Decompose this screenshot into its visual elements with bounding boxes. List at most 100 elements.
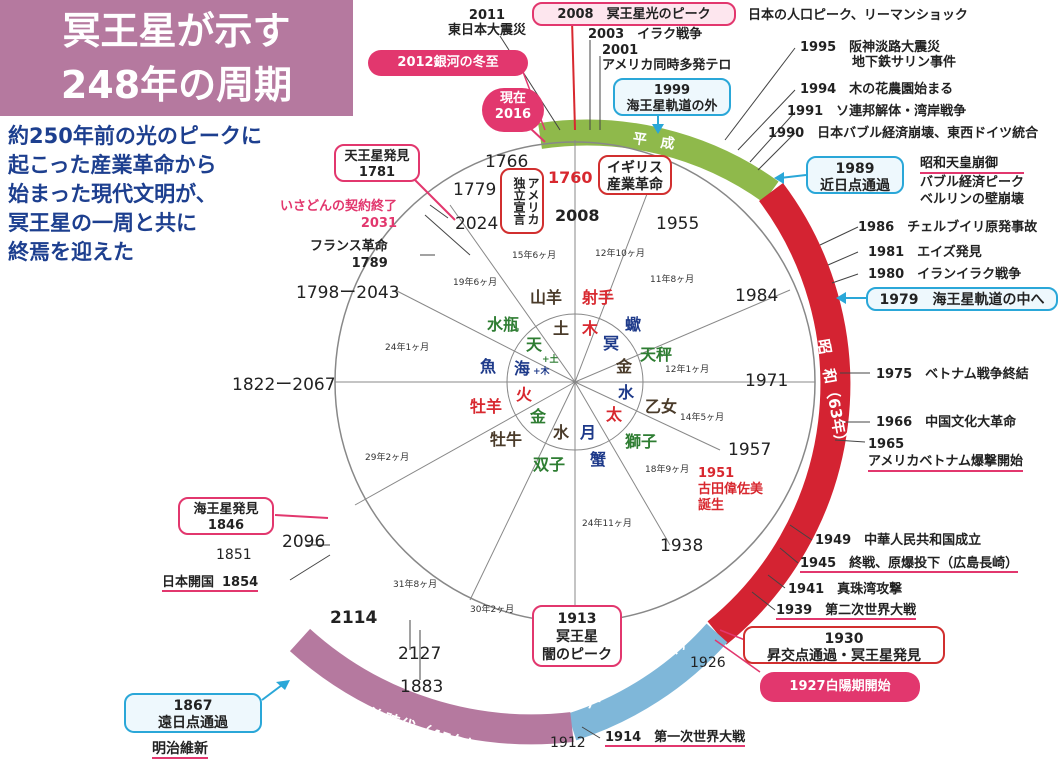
ptr-1914 (581, 726, 601, 739)
planet-moon: 月 (579, 423, 596, 442)
ptr-1949 (789, 524, 813, 541)
ann-1951-l1: 古田偉佐美 (698, 482, 764, 497)
duration-8: 31年8ヶ月 (393, 578, 437, 590)
ann-1989-l2: バブル経済ピーク (920, 175, 1025, 190)
planet-jupiter: 木 (581, 319, 599, 338)
intro-line4: 冥王星の一周と共に (8, 211, 197, 235)
ann-1914: 1914 第一次世界大戦 (605, 730, 746, 747)
ann-1951-year: 1951 (698, 466, 735, 481)
ann-2024: 2024 (455, 214, 499, 234)
planet-uranus: 天 (526, 335, 543, 354)
ptr-1995 (724, 47, 796, 141)
america-l1: アメリカ (526, 177, 540, 225)
sign-aquarius: 水瓶 (487, 315, 519, 334)
box-1781: 天王星発見 1781 (334, 144, 420, 182)
divider-11 (449, 204, 576, 383)
ann-1991: 1991 ソ連邦解体・湾岸戦争 (787, 104, 967, 119)
ann-france-text: フランス革命 (310, 239, 388, 254)
ptr-1941 (767, 574, 786, 589)
box-1930: 1930 昇交点通過・冥王星発見 (743, 626, 945, 664)
duration-3: 12年1ヶ月 (665, 363, 709, 375)
ann-isadon-year: 2031 (360, 216, 398, 231)
ptr-1854 (289, 554, 331, 581)
divider-5 (574, 381, 721, 451)
ann-1951: 1951 古田偉佐美 誕生 (698, 466, 763, 514)
sign-aries: 牡羊 (470, 397, 502, 416)
divider-12 (354, 381, 576, 506)
industrial-l1: イギリス (607, 160, 663, 176)
n1913-year: 1913 (557, 611, 597, 627)
n1913-l2: 闇のピーク (542, 647, 612, 663)
heisei-arc (538, 119, 779, 203)
arrow-1989 (779, 174, 807, 179)
arrow-1846 (274, 514, 329, 519)
arrow-1927 (714, 639, 761, 673)
ann-isadon-text: いさどんの契約終了 (280, 199, 398, 214)
ptr-1990 (757, 132, 796, 171)
intro-text: 約250年前の光のピークに 起こった産業革命から 始まった現代文明が、 冥王星の… (8, 122, 318, 267)
arrowhead-1999 (652, 124, 664, 134)
ann-2001: 2001 アメリカ同時多発テロ (602, 43, 731, 73)
n1846-year: 1846 (207, 518, 245, 533)
sign-leo: 獅子 (624, 432, 657, 451)
sign-scorpio: 蠍 (625, 315, 641, 334)
planet-mercury2: 水 (553, 423, 570, 442)
planet-saturn: 土 (553, 319, 569, 338)
ann-1957: 1957 (728, 440, 772, 460)
arrowhead-1867 (276, 680, 290, 690)
kaikoku-year: 1854 (222, 575, 259, 590)
ann-2001-text: アメリカ同時多発テロ (602, 58, 732, 73)
industrial-l2: 産業革命 (607, 177, 663, 193)
box-galactic-winter: 2012銀河の冬至 (368, 50, 528, 76)
n1930-year: 1930 (824, 631, 864, 647)
ann-1971: 1971 (745, 371, 789, 391)
ann-1989: 昭和天皇崩御 バブル経済ピーク ベルリンの壁崩壊 (920, 155, 1025, 208)
ann-population: 日本の人口ピーク、リーマンショック (748, 8, 968, 23)
duration-4: 14年5ヶ月 (680, 411, 724, 423)
planet-venus2: 金 (529, 407, 547, 426)
ann-1912: 1912 (550, 735, 586, 751)
n1989-year: 1989 (835, 161, 875, 177)
intro-line3: 始まった現代文明が、 (8, 182, 217, 206)
ann-isadon: いさどんの契約終了 2031 (280, 198, 397, 232)
ann-2114: 2114 (330, 608, 378, 628)
ann-1945: 1945 終戦、原爆投下（広島長崎） (800, 556, 1019, 573)
sign-capricorn: 山羊 (530, 288, 562, 307)
n1867-year: 1867 (173, 698, 213, 714)
ann-1766: 1766 (485, 152, 529, 172)
ann-1851: 1851 (216, 547, 252, 563)
ann-1989-l3: ベルリンの壁崩壊 (920, 192, 1025, 207)
n1781-year: 1781 (358, 165, 396, 180)
sign-taurus: 牡牛 (490, 430, 522, 449)
intro-line5: 終焉を迎えた (8, 240, 134, 264)
planet-neptune-extra: +木 (533, 365, 551, 377)
ann-1981: 1981 エイズ発見 (868, 245, 982, 260)
divider-8 (469, 381, 576, 601)
ann-1949: 1949 中華人民共和国成立 (815, 533, 982, 548)
ann-france: フランス革命 1789 (310, 238, 388, 272)
box-1846: 海王星発見 1846 (178, 497, 274, 535)
duration-12: 15年6ヶ月 (512, 249, 556, 261)
title-line1: 冥王星が示す (62, 9, 291, 53)
arrowhead-1989 (774, 172, 784, 184)
america-l2: 独立宣言 (512, 177, 526, 225)
ann-1938: 1938 (660, 536, 704, 556)
ann-1939: 1939 第二次世界大戦 (776, 603, 917, 620)
planet-venus: 金 (615, 357, 633, 376)
arrowhead-1979 (836, 292, 846, 304)
duration-7: 30年2ヶ月 (470, 603, 514, 615)
ann-2001-year: 2001 (602, 43, 639, 58)
sign-gemini: 双子 (533, 455, 565, 474)
ann-1986: 1986 チェルブイリ原発事故 (858, 220, 1038, 235)
ann-2003: 2003 イラク戦争 (588, 27, 703, 42)
ann-meiji-restoration: 明治維新 (152, 741, 208, 759)
ann-1883: 1883 (400, 677, 444, 697)
box-peak-2008: 2008 冥王星光のピーク (532, 2, 736, 26)
ptr-1991 (749, 111, 796, 163)
ptr-2031 (424, 214, 471, 256)
ptr-1781 (429, 204, 449, 219)
ann-1941: 1941 真珠湾攻撃 (788, 582, 903, 597)
planet-pluto: 冥 (603, 334, 619, 353)
ann-1990: 1990 日本バブル経済崩壊、東西ドイツ統合 (768, 126, 1039, 141)
